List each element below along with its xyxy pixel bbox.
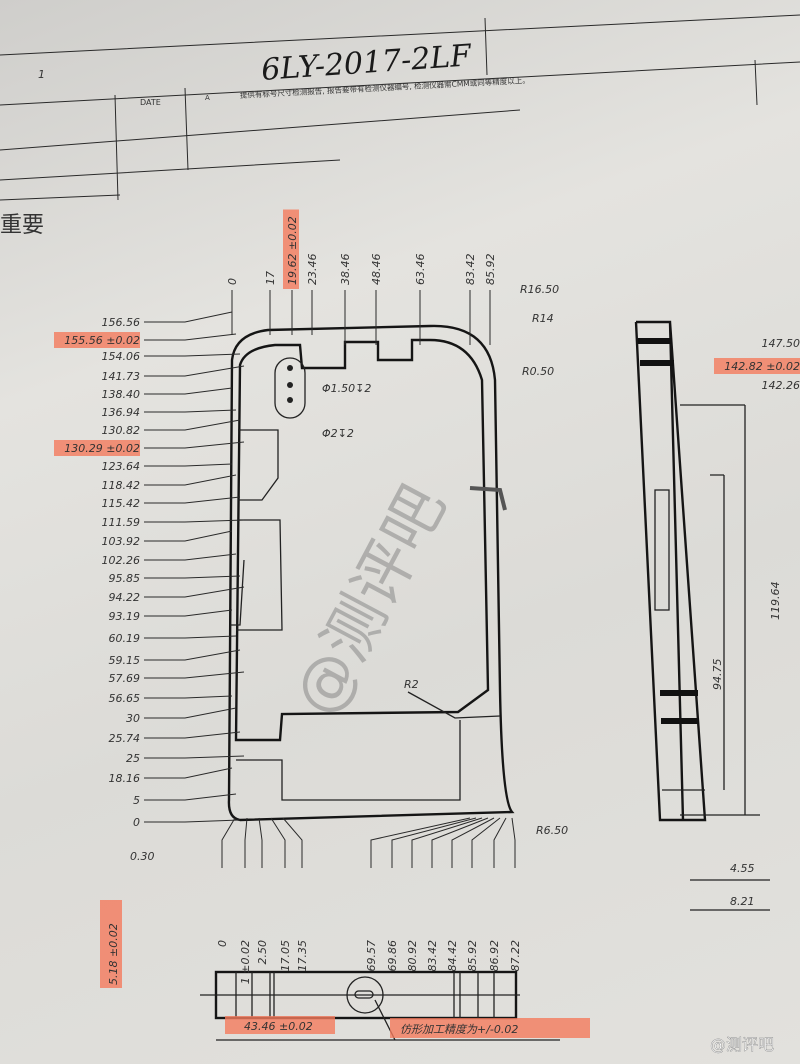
bottom-dim-label: 86.92 [488, 940, 501, 972]
top-dim-label: 83.42 [464, 254, 477, 286]
side-view [634, 320, 770, 911]
highlight-left-dim-label [54, 332, 140, 348]
bottom-dim-label: 69.57 [365, 940, 378, 972]
side-width-b: 8.21 [730, 895, 755, 908]
bottom-view [200, 970, 560, 1041]
top-dim-label: 63.46 [414, 254, 427, 286]
watermark: @测评吧 [279, 474, 460, 727]
callout-r14: R14 [532, 312, 554, 325]
callout-r16-50: R16.50 [520, 283, 559, 296]
left-dim-label: 30 [126, 712, 140, 725]
left-dim-label: 130.82 [102, 424, 141, 437]
top-dim-label: 85.92 [484, 254, 497, 286]
highlight-width [225, 1016, 335, 1034]
left-dim-label: 25.74 [109, 732, 141, 745]
bottom-dim-label: 2.50 [256, 940, 269, 965]
dimension-labels: 156.56 155.56 ±0.02 154.06 141.73 138.40 136.… [54, 209, 800, 984]
left-dim-label: 95.85 [109, 572, 141, 585]
highlight-thickness [100, 900, 122, 988]
callout-hole-b: Φ2↧2 [322, 427, 354, 440]
top-dim-label: 17 [264, 271, 277, 285]
left-dim-label: 5 [133, 794, 140, 807]
bottom-dim-label: 17.35 [296, 940, 309, 972]
left-dim-label: 136.94 [102, 406, 141, 419]
bottom-dim-label: 87.22 [509, 940, 522, 972]
right-dim-label: 142.82 ±0.02 [724, 360, 800, 373]
bottom-dim-label: 85.92 [466, 940, 479, 972]
row-number: 1 [38, 68, 45, 81]
heading-important: 重要 [0, 213, 44, 238]
left-dim-label: 141.73 [102, 370, 141, 383]
left-dim-label: 25 [126, 752, 140, 765]
left-dim-label: 123.64 [102, 460, 141, 473]
left-dim-label: 57.69 [109, 672, 141, 685]
dimension-leaders [144, 290, 516, 868]
left-dim-label: 111.59 [102, 516, 141, 529]
left-dim-label: 93.19 [109, 610, 141, 623]
callout-gap: 0.30 [130, 850, 155, 863]
callout-r0-50: R0.50 [522, 365, 554, 378]
title-block: 1 DATE A 提供有标号尺寸检测报告, 报告要带有检测仪器编号, 检测仪器需… [0, 14, 800, 201]
left-dim-label: 0 [133, 816, 140, 829]
left-dim-label: 155.56 ±0.02 [64, 334, 140, 347]
left-dim-label: 103.92 [102, 535, 141, 548]
bottom-dim-label: 0 [216, 940, 229, 947]
left-dim-label: 59.15 [109, 654, 141, 667]
side-width-a: 4.55 [730, 862, 755, 875]
side-inner-height: 94.75 [711, 659, 724, 691]
left-dim-label: 102.26 [102, 554, 141, 567]
left-dim-label: 138.40 [102, 388, 141, 401]
bottom-dim-label: 80.92 [406, 940, 419, 972]
left-dim-label: 118.42 [102, 479, 141, 492]
date-label: DATE [140, 98, 161, 107]
bottom-dim-label: 69.86 [386, 940, 399, 972]
left-dim-label: 154.06 [102, 350, 141, 363]
highlight-left-dim-label [54, 440, 140, 456]
side-outer-height: 119.64 [769, 582, 782, 621]
top-dim-label: 48.46 [370, 254, 383, 286]
left-dim-label: 115.42 [102, 497, 141, 510]
left-dim-label: 94.22 [109, 591, 141, 604]
top-dim-label: 0 [226, 278, 239, 285]
bottom-dim-label: 83.42 [426, 940, 439, 972]
callout-r2: R2 [404, 678, 419, 691]
top-dim-label: 23.46 [306, 254, 319, 286]
right-dim-label: 147.50 [762, 337, 800, 350]
tolerance-note: 仿形加工精度为+/-0.02 [400, 1023, 518, 1036]
highlight-right-dim-label [714, 358, 800, 374]
left-dim-label: 130.29 ±0.02 [64, 442, 140, 455]
top-dim-label: 19.62 ±0.02 [286, 216, 299, 285]
revision-mark: A [205, 94, 210, 102]
left-dim-label: 60.19 [109, 632, 141, 645]
bottom-dim-label: 1 ±0.02 [239, 940, 252, 984]
bottom-dim-label: 84.42 [446, 940, 459, 972]
callout-hole-a: Φ1.50↧2 [322, 382, 371, 395]
callout-thickness: 5.18 ±0.02 [107, 923, 120, 985]
callouts: R16.50 R14 R0.50 Φ1.50↧2 Φ2↧2 R2 R6.50 0… [100, 283, 782, 1038]
highlight-top-dim-label [283, 209, 299, 289]
callout-r6-50: R6.50 [536, 824, 568, 837]
highlight-tolerance [390, 1018, 590, 1038]
credit-watermark: @测评吧 [710, 1035, 774, 1054]
bottom-dim-label: 17.05 [279, 940, 292, 972]
top-dim-label: 38.46 [339, 254, 352, 286]
left-dim-label: 18.16 [109, 772, 141, 785]
left-dim-label: 56.65 [109, 692, 141, 705]
right-dim-label: 142.26 [762, 379, 800, 392]
callout-bottom-width: 43.46 ±0.02 [244, 1020, 313, 1033]
frame-outline [227, 324, 515, 822]
left-dim-label: 156.56 [102, 316, 141, 329]
